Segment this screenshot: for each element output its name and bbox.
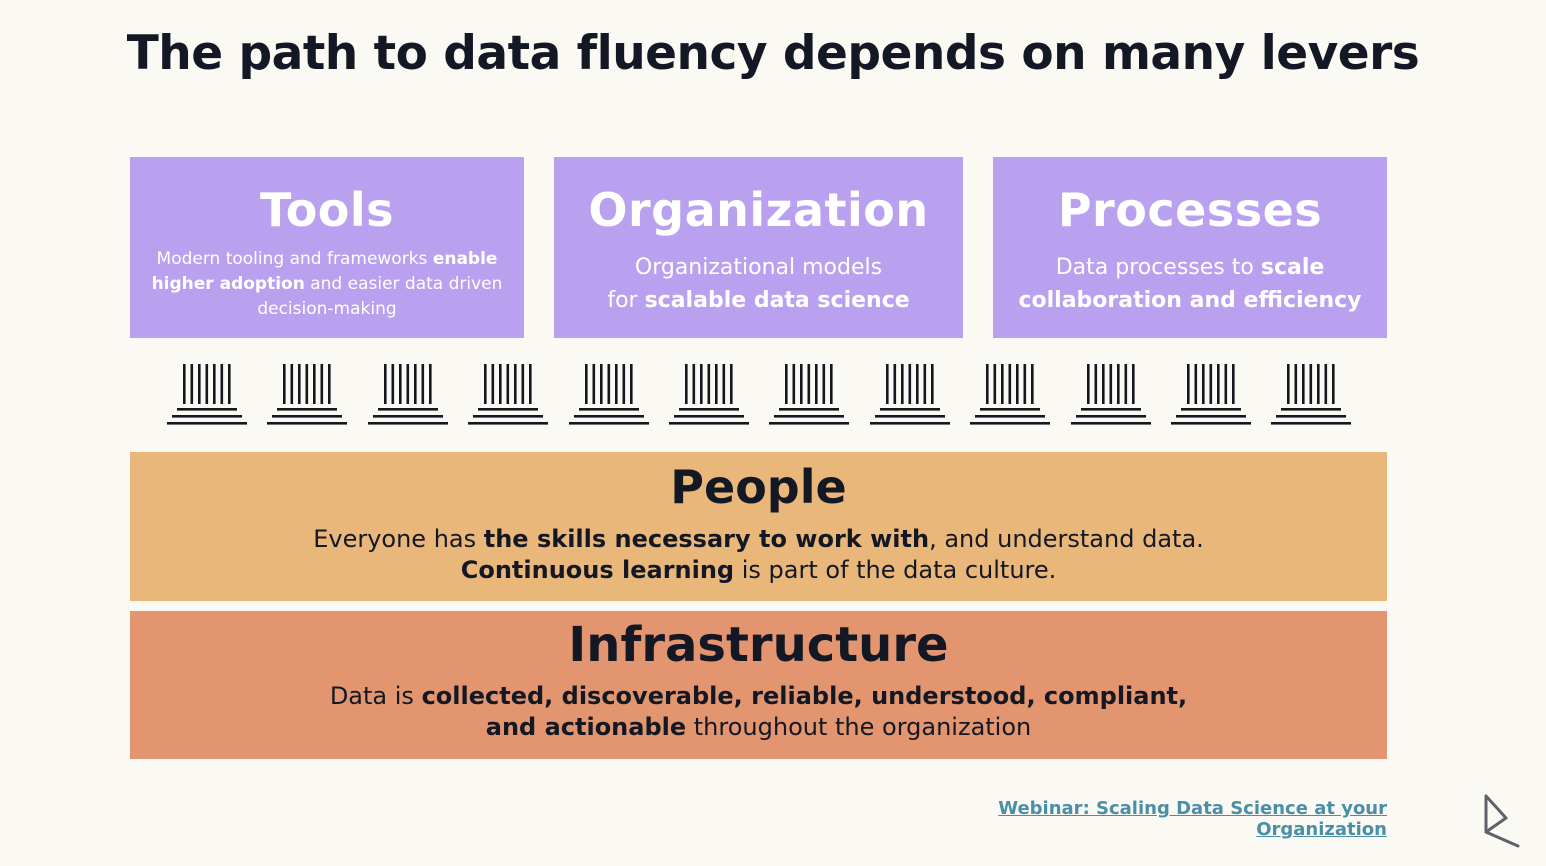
pillar-icon — [1171, 364, 1251, 425]
pillar-icon — [568, 364, 649, 425]
pillar-icon — [869, 364, 950, 425]
infrastructure-band: Infrastructure Data is collected, discov… — [130, 611, 1387, 759]
tools-box: Tools Modern tooling and frameworks enab… — [130, 157, 524, 338]
pillar-icon — [669, 364, 749, 425]
datacamp-logo-icon — [1484, 794, 1520, 848]
pillar-icon — [167, 364, 247, 425]
pillar-icon — [1271, 364, 1352, 425]
pillar-icon — [1070, 364, 1151, 425]
infrastructure-title: Infrastructure — [568, 617, 949, 673]
pillar-icon — [468, 364, 549, 425]
pillar-icon — [267, 364, 348, 425]
organization-title: Organization — [588, 183, 929, 237]
pillars-row — [130, 360, 1387, 432]
webinar-link[interactable]: Webinar: Scaling Data Science at your Or… — [998, 798, 1387, 840]
pillar-icon — [769, 364, 850, 425]
pillar-icon — [970, 364, 1051, 425]
processes-title: Processes — [1057, 183, 1323, 237]
pillar-icon — [367, 364, 448, 425]
processes-description: Data processes to scale collaboration an… — [1018, 255, 1362, 313]
tools-title: Tools — [259, 183, 395, 237]
processes-box: Processes Data processes to scale collab… — [993, 157, 1387, 338]
slide-title: The path to data fluency depends on many… — [126, 26, 1420, 81]
tools-description: Modern tooling and frameworks enable hig… — [151, 249, 503, 319]
people-band: People Everyone has the skills necessary… — [130, 452, 1387, 601]
infrastructure-description: Data is collected, discoverable, reliabl… — [329, 682, 1188, 741]
people-title: People — [670, 460, 847, 514]
people-description: Everyone has the skills necessary to wor… — [313, 525, 1204, 584]
